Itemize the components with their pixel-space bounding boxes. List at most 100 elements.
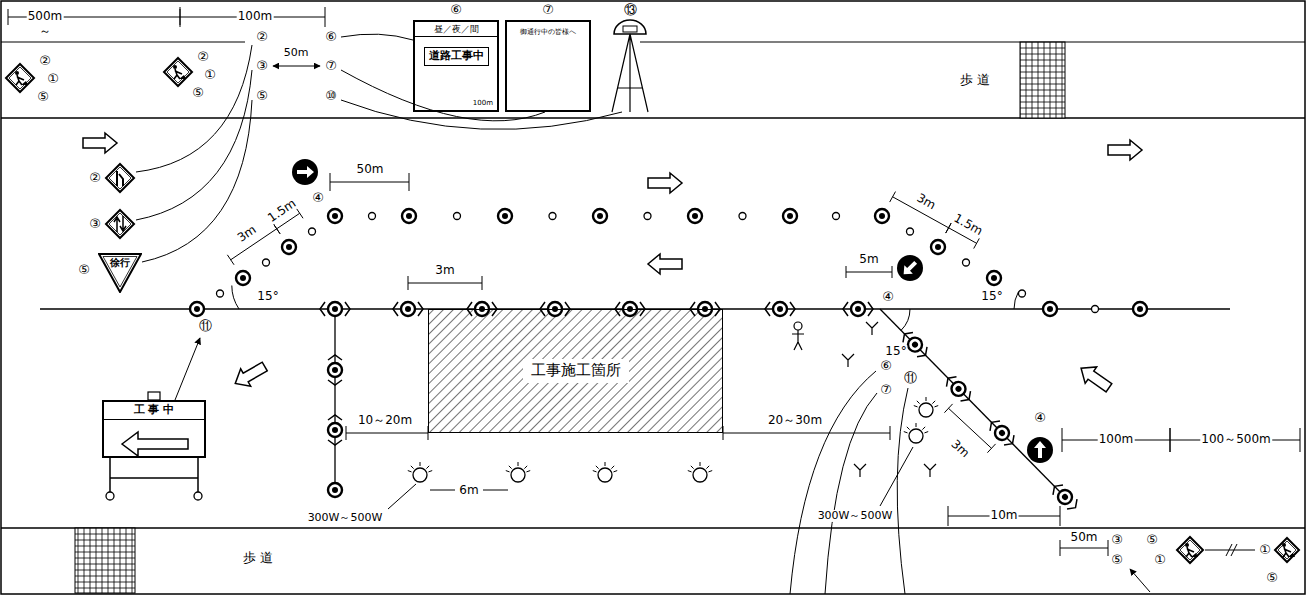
dimension-tick xyxy=(974,238,980,248)
lamp-body xyxy=(598,468,612,482)
dimension-tick xyxy=(408,276,409,290)
small-cone xyxy=(833,213,840,220)
node-text: 御通行中の皆様へ xyxy=(520,28,576,36)
sidewalk-edge xyxy=(640,41,1305,42)
barricade-bracket xyxy=(345,302,350,316)
cone-center xyxy=(935,244,941,250)
callout-number: ⑤ xyxy=(191,86,205,100)
small-cone xyxy=(454,213,461,220)
dimension-line xyxy=(483,490,508,491)
dimension-tick xyxy=(946,223,952,233)
dimension-label: 5m xyxy=(858,253,879,266)
work-area: 工事施工箇所 xyxy=(428,309,723,433)
dimension-label: 6m xyxy=(458,484,479,497)
cone-ring xyxy=(783,209,797,223)
barricade-symbol xyxy=(328,415,342,445)
crosswalk xyxy=(1020,42,1065,118)
worker-head xyxy=(1185,543,1189,547)
leader-line xyxy=(897,388,908,594)
dimension-line xyxy=(430,490,455,491)
warning-sign xyxy=(106,164,134,192)
barrier-line xyxy=(880,309,1065,497)
lamp-ray xyxy=(408,471,412,472)
sign-stand xyxy=(866,322,878,335)
lamp-ray xyxy=(524,466,527,469)
dimension-tick xyxy=(180,7,181,27)
dimension-tick xyxy=(946,223,952,233)
sidewalk-edge xyxy=(1,41,245,42)
traffic-cone xyxy=(931,240,945,254)
dimension-tick xyxy=(482,276,483,290)
small-cone xyxy=(1092,306,1099,313)
small-cone xyxy=(1019,290,1026,297)
cone-center xyxy=(991,275,997,281)
worker-head xyxy=(15,71,19,75)
sign-board: 昼／夜／間道路工事中100m xyxy=(413,20,499,112)
cone-ring xyxy=(328,483,342,497)
small-cone xyxy=(369,213,376,220)
cone-center xyxy=(332,487,338,493)
callout-number: ⑤ xyxy=(1265,571,1279,585)
leader-line xyxy=(136,70,252,220)
arrow-board: 工 事 中 xyxy=(102,400,206,458)
dimension-label: 20～30m xyxy=(767,414,823,427)
leader-line xyxy=(388,484,416,509)
cone-center xyxy=(692,213,698,219)
barrier-line xyxy=(334,309,335,490)
cone-ring xyxy=(328,423,342,437)
warning-lamp xyxy=(904,423,928,443)
cone-ring xyxy=(190,302,204,316)
lamp-ray xyxy=(926,397,927,401)
traffic-flow-arrow xyxy=(648,254,682,274)
cone-ring xyxy=(949,379,969,399)
cone-ring xyxy=(1133,302,1147,316)
node-text: 100m xyxy=(473,99,497,110)
lamp-ray xyxy=(691,466,694,469)
cone-center xyxy=(787,213,793,219)
cone-ring xyxy=(593,209,607,223)
barricade-symbol xyxy=(843,302,873,316)
dimension-tick xyxy=(1060,540,1061,556)
sign-spacing-line xyxy=(1205,550,1255,551)
traffic-cone xyxy=(328,483,342,497)
barricade-symbol xyxy=(943,373,974,404)
callout-number: ⑤ xyxy=(1110,553,1124,567)
sign-inner-border xyxy=(9,67,31,89)
callout-number: ⑬ xyxy=(623,3,638,17)
barricade-bracket xyxy=(328,440,342,445)
cone-ring xyxy=(875,209,889,223)
leader-line xyxy=(790,371,876,594)
dimension-tick xyxy=(1170,428,1171,452)
sign-inner-border xyxy=(109,167,131,189)
traffic-cone xyxy=(190,302,204,316)
worker-body xyxy=(16,75,24,85)
dimension-line xyxy=(1060,548,1108,549)
dimension-label: 3m xyxy=(434,264,455,277)
warning-sign xyxy=(164,58,192,86)
small-cone xyxy=(549,213,556,220)
tripod-lamp-window xyxy=(623,26,637,32)
cone-center xyxy=(879,213,885,219)
cone-center xyxy=(502,213,508,219)
sign-inner-border xyxy=(1278,541,1296,559)
lamp-ray xyxy=(907,427,910,430)
dimension-tick xyxy=(892,266,893,278)
dimension-label: 100～500m xyxy=(1200,433,1272,446)
barricade-symbol xyxy=(1049,481,1080,512)
cone-ring xyxy=(328,363,342,377)
board-arrow xyxy=(122,432,188,456)
traffic-cone xyxy=(328,209,342,223)
lamp-body xyxy=(909,429,923,443)
dimension-line xyxy=(846,272,892,273)
cone-ring xyxy=(905,335,925,355)
callout-number: ③ xyxy=(1110,533,1124,547)
sign-arrow xyxy=(899,258,920,279)
cone-center xyxy=(777,306,783,312)
callout-number: ② xyxy=(196,50,210,64)
cone-center xyxy=(1061,493,1069,501)
cone-ring xyxy=(401,302,415,316)
warning-sign xyxy=(106,210,134,238)
lamp-ray xyxy=(932,401,935,404)
leader-line xyxy=(175,338,200,400)
dimension-tick xyxy=(890,192,896,202)
